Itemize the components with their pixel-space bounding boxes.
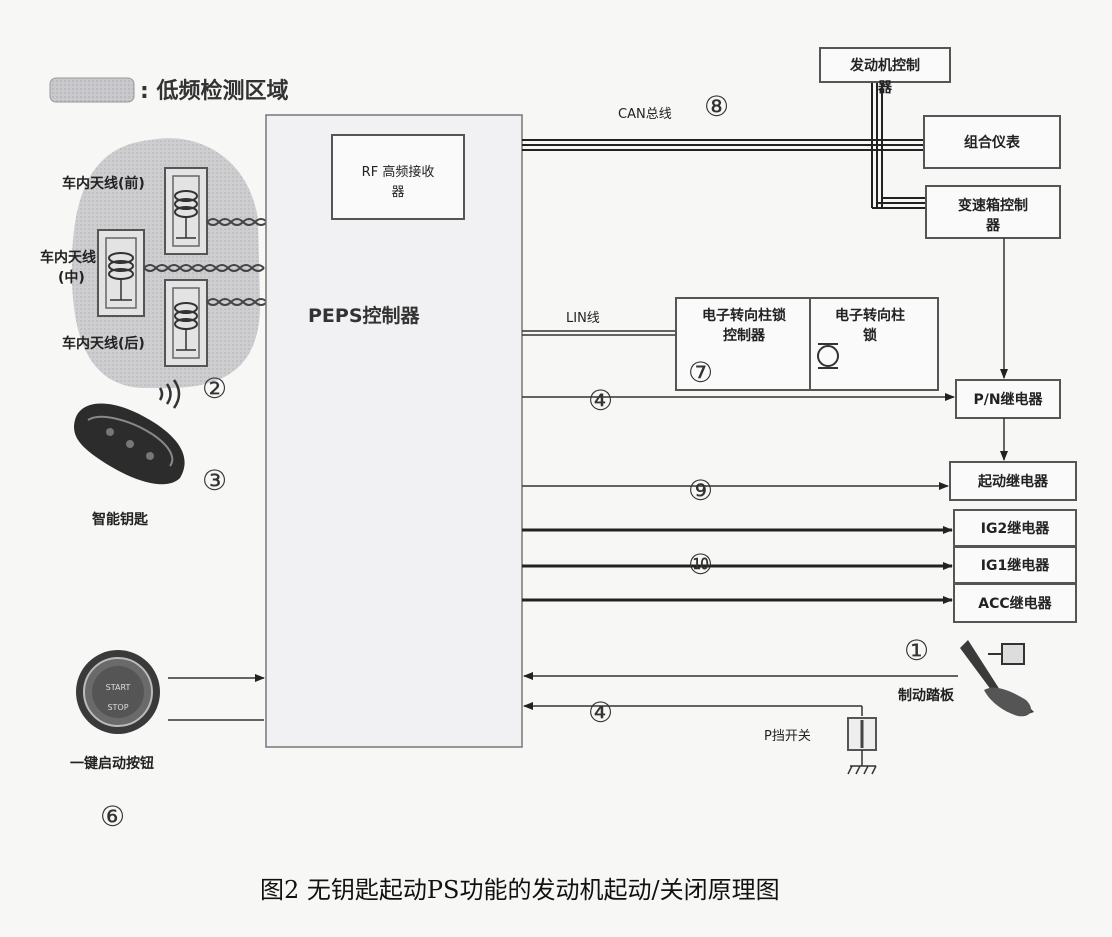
escl-label-2: 锁 bbox=[863, 327, 877, 344]
marker-1: ① bbox=[904, 634, 929, 667]
stop-text: STOP bbox=[107, 703, 128, 712]
start-text: START bbox=[106, 683, 131, 692]
motor-icon bbox=[817, 343, 839, 369]
escl-controller-label-2: 控制器 bbox=[723, 327, 766, 344]
peps-controller bbox=[265, 114, 523, 748]
marker-4a: ④ bbox=[588, 384, 613, 417]
lf-detection-zone bbox=[71, 138, 261, 389]
antenna-front-label: 车内天线(前) bbox=[62, 175, 145, 192]
marker-6: ⑥ bbox=[100, 800, 125, 833]
marker-7: ⑦ bbox=[688, 356, 713, 389]
smart-key-icon bbox=[73, 403, 185, 485]
marker-9: ⑨ bbox=[688, 474, 713, 507]
p-switch-label: P挡开关 bbox=[764, 729, 811, 744]
can-bus-label: CAN总线 bbox=[618, 107, 672, 122]
start-button-label: 一键启动按钮 bbox=[70, 755, 154, 772]
rf-receiver bbox=[331, 134, 465, 220]
start-stop-button-icon: START STOP bbox=[76, 650, 160, 734]
transmission-ecu-label-2: 器 bbox=[985, 218, 1001, 234]
escl-controller-label-1: 电子转向柱锁 bbox=[702, 307, 786, 324]
antenna-middle bbox=[97, 229, 145, 317]
start-relay-label: 起动继电器 bbox=[977, 473, 1049, 490]
pn-relay bbox=[955, 379, 1061, 419]
brake-pedal-label: 制动踏板 bbox=[898, 687, 955, 704]
peps-controller-label: PEPS控制器 bbox=[308, 304, 421, 327]
marker-10: ⑩ bbox=[688, 548, 713, 581]
marker-3: ③ bbox=[202, 464, 227, 497]
transmission-ecu bbox=[925, 185, 1061, 239]
ig1-relay bbox=[953, 546, 1077, 584]
rf-receiver-label-1: RF 高频接收 bbox=[362, 164, 435, 180]
antenna-front bbox=[164, 167, 208, 255]
legend-label: : 低频检测区域 bbox=[140, 78, 288, 104]
instrument-cluster-label: 组合仪表 bbox=[964, 134, 1021, 151]
ig2-relay-label: IG2继电器 bbox=[981, 520, 1050, 537]
pn-relay-label: P/N继电器 bbox=[973, 391, 1043, 408]
acc-relay-label: ACC继电器 bbox=[978, 595, 1052, 612]
figure-caption: 图2 无钥匙起动PS功能的发动机起动/关闭原理图 bbox=[260, 876, 780, 904]
engine-ecu bbox=[819, 47, 951, 83]
ig1-relay-label: IG1继电器 bbox=[981, 557, 1050, 574]
legend-swatch bbox=[49, 77, 135, 103]
rf-receiver-label-2: 器 bbox=[391, 185, 404, 200]
brake-pedal-icon bbox=[960, 640, 1034, 717]
antenna-rear bbox=[164, 279, 208, 367]
ig2-relay bbox=[953, 509, 1077, 547]
marker-4b: ④ bbox=[588, 696, 613, 729]
transmission-ecu-label-1: 变速箱控制 bbox=[958, 197, 1028, 214]
lin-bus-label: LIN线 bbox=[566, 311, 600, 326]
smart-key-label: 智能钥匙 bbox=[91, 511, 149, 528]
instrument-cluster bbox=[923, 115, 1061, 169]
acc-relay bbox=[953, 583, 1077, 623]
start-relay bbox=[949, 461, 1077, 501]
antenna-middle-label-1: 车内天线 bbox=[40, 249, 96, 266]
wireless-signal-icon bbox=[158, 379, 181, 409]
marker-2: ② bbox=[202, 372, 227, 405]
can-bus bbox=[522, 80, 926, 209]
antenna-middle-label-2: (中) bbox=[58, 269, 85, 286]
p-switch-icon bbox=[847, 717, 877, 775]
antenna-twisted-pairs bbox=[143, 218, 268, 306]
marker-8: ⑧ bbox=[704, 90, 729, 123]
escl-group bbox=[675, 297, 939, 391]
engine-ecu-label-1: 发动机控制 bbox=[849, 57, 920, 74]
antenna-rear-label: 车内天线(后) bbox=[62, 335, 145, 352]
escl-label-1: 电子转向柱 bbox=[835, 307, 905, 324]
engine-ecu-label-2: 器 bbox=[877, 80, 893, 96]
